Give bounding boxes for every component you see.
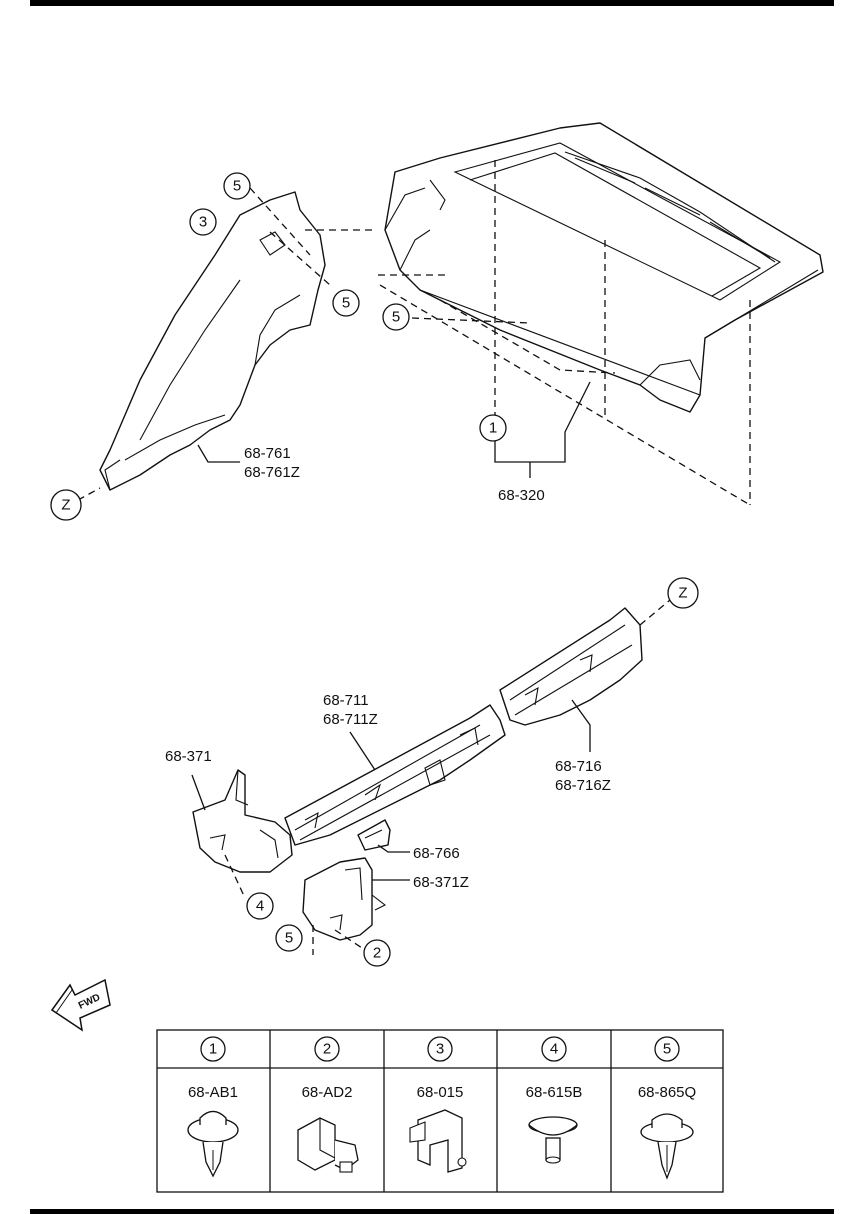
callout-z-top: Z bbox=[50, 489, 82, 521]
table-col-5: 5 68-865Q bbox=[638, 1036, 696, 1101]
callout-1: 1 bbox=[479, 414, 507, 442]
svg-text:Z: Z bbox=[678, 585, 687, 602]
svg-text:2: 2 bbox=[373, 945, 381, 962]
bottom-leaders bbox=[191, 699, 591, 881]
svg-text:3: 3 bbox=[199, 214, 207, 231]
retainer-icon bbox=[409, 1109, 467, 1173]
label-68-766: 68-766 bbox=[413, 845, 460, 862]
callout-5-a: 5 bbox=[223, 172, 251, 200]
label-68-320: 68-320 bbox=[498, 487, 545, 504]
bracket-clip-icon bbox=[297, 1117, 359, 1173]
table-col-3: 3 68-015 bbox=[417, 1036, 464, 1101]
svg-text:5: 5 bbox=[285, 930, 293, 947]
label-68-716Z: 68-716Z bbox=[555, 777, 611, 794]
top-leaders bbox=[197, 381, 591, 478]
label-68-371Z: 68-371Z bbox=[413, 874, 469, 891]
top-guide-lines bbox=[77, 160, 751, 506]
fwd-arrow-icon bbox=[50, 978, 111, 1032]
table-part: 68-615B bbox=[526, 1084, 583, 1101]
label-68-761: 68-761 bbox=[244, 445, 291, 462]
label-68-711: 68-711 bbox=[323, 692, 369, 709]
label-68-716: 68-716 bbox=[555, 758, 602, 775]
callout-2: 2 bbox=[363, 939, 391, 967]
callout-5-c: 5 bbox=[382, 303, 410, 331]
table-num: 2 bbox=[323, 1041, 331, 1058]
bracket-68-766 bbox=[357, 819, 391, 851]
kick-panel-68-371 bbox=[192, 769, 293, 873]
push-rivet-icon bbox=[640, 1113, 694, 1180]
callout-5-d: 5 bbox=[275, 924, 303, 952]
top-border bbox=[30, 0, 834, 6]
table-col-4: 4 68-615B bbox=[526, 1036, 583, 1101]
table-num: 1 bbox=[209, 1041, 217, 1058]
callout-4: 4 bbox=[246, 892, 274, 920]
table-num: 4 bbox=[550, 1041, 558, 1058]
fastener-table bbox=[156, 1029, 724, 1193]
clip-icon bbox=[187, 1110, 239, 1178]
svg-text:1: 1 bbox=[489, 420, 497, 437]
label-68-761Z: 68-761Z bbox=[244, 464, 300, 481]
sill-trim-68-716 bbox=[499, 607, 643, 726]
label-68-711Z: 68-711Z bbox=[323, 711, 378, 728]
table-col-1: 1 68-AB1 bbox=[188, 1036, 238, 1101]
table-num: 5 bbox=[663, 1041, 671, 1058]
bottom-guide-lines bbox=[224, 599, 671, 955]
table-part: 68-865Q bbox=[638, 1084, 696, 1101]
bottom-border bbox=[30, 1209, 834, 1214]
table-part: 68-AB1 bbox=[188, 1084, 238, 1101]
sill-trim-68-711 bbox=[284, 704, 506, 846]
svg-text:5: 5 bbox=[392, 309, 400, 326]
quarter-trim-68-761 bbox=[99, 191, 326, 491]
push-pin-icon bbox=[528, 1116, 578, 1164]
table-num: 3 bbox=[436, 1041, 444, 1058]
svg-text:Z: Z bbox=[61, 497, 70, 514]
callout-5-b: 5 bbox=[332, 289, 360, 317]
package-tray-68-320 bbox=[384, 122, 824, 413]
table-part: 68-AD2 bbox=[302, 1084, 353, 1101]
callout-z-bottom: Z bbox=[667, 577, 699, 609]
callout-3: 3 bbox=[189, 208, 217, 236]
svg-text:5: 5 bbox=[342, 295, 350, 312]
table-col-2: 2 68-AD2 bbox=[302, 1036, 353, 1101]
label-68-371: 68-371 bbox=[165, 748, 212, 765]
svg-text:5: 5 bbox=[233, 178, 241, 195]
table-part: 68-015 bbox=[417, 1084, 464, 1101]
kick-panel-68-371Z bbox=[302, 857, 387, 941]
svg-text:4: 4 bbox=[256, 898, 264, 915]
